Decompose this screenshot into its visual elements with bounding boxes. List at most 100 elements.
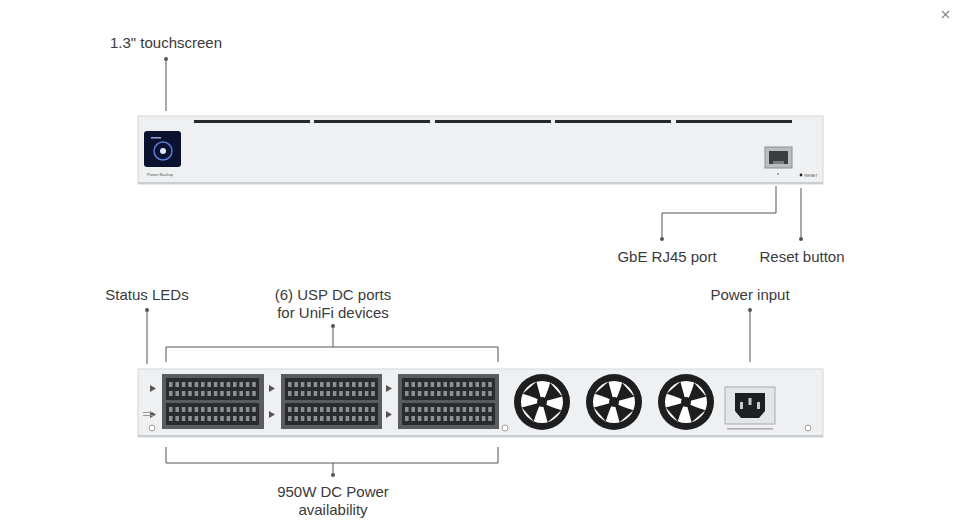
vent-slots <box>194 120 310 123</box>
fan <box>681 397 691 407</box>
bracket <box>166 447 498 463</box>
close-icon <box>942 11 949 18</box>
usp-dc-ports <box>252 391 256 396</box>
close-icon <box>942 11 949 18</box>
leader-line <box>801 188 802 239</box>
usp-dc-ports <box>346 391 350 396</box>
vent-slots <box>555 120 671 123</box>
usp-dc-ports <box>371 391 375 396</box>
fan <box>521 381 563 423</box>
usp-dc-ports <box>175 382 179 387</box>
usp-dc-ports <box>365 382 369 387</box>
usp-dc-ports <box>188 382 192 387</box>
leader-line <box>750 310 751 362</box>
rj45-port <box>777 173 779 175</box>
usp-dc-ports <box>411 407 415 412</box>
usp-dc-ports <box>195 391 199 396</box>
usp-dc-ports <box>456 416 460 421</box>
usp-dc-ports <box>437 391 441 396</box>
leader-dot <box>164 57 168 61</box>
usp-dc-ports <box>233 382 237 387</box>
usp-dc-ports <box>358 391 362 396</box>
usp-dc-ports <box>285 403 378 425</box>
usp-dc-ports <box>469 391 473 396</box>
usp-dc-ports <box>456 382 460 387</box>
usp-dc-ports <box>201 391 205 396</box>
usp-dc-ports <box>431 416 435 421</box>
usp-dc-ports <box>450 382 454 387</box>
fan <box>665 381 707 423</box>
usp-dc-ports <box>288 416 292 421</box>
usp-dc-ports <box>424 391 428 396</box>
usp-dc-ports <box>166 378 259 400</box>
usp-dc-ports <box>285 378 378 400</box>
usp-dc-ports <box>469 416 473 421</box>
usp-dc-ports <box>463 416 467 421</box>
usp-dc-ports <box>475 407 479 412</box>
leader-line <box>662 186 776 239</box>
usp-dc-ports <box>294 407 298 412</box>
usp-dc-ports <box>456 391 460 396</box>
usp-dc-ports <box>463 382 467 387</box>
status-leds <box>143 412 153 413</box>
usp-dc-ports <box>358 382 362 387</box>
power-input <box>749 398 752 405</box>
power-input <box>725 387 775 424</box>
usp-dc-ports <box>469 407 473 412</box>
touchscreen <box>154 142 172 160</box>
usp-dc-ports <box>227 382 231 387</box>
leader-dot <box>748 308 752 312</box>
usp-dc-ports <box>220 382 224 387</box>
status-leds <box>150 385 156 392</box>
reset-button <box>800 174 803 177</box>
front-panel <box>138 116 823 184</box>
usp-dc-ports <box>482 407 486 412</box>
usp-dc-ports <box>307 407 311 412</box>
usp-dc-ports <box>182 391 186 396</box>
usp-dc-ports <box>443 391 447 396</box>
usp-dc-ports <box>418 416 422 421</box>
usp-dc-ports <box>301 416 305 421</box>
usp-dc-ports <box>169 391 173 396</box>
usp-dc-ports <box>239 382 243 387</box>
fan <box>514 374 570 430</box>
usp-dc-ports <box>475 416 479 421</box>
usp-dc-ports <box>405 407 409 412</box>
fan <box>514 374 714 430</box>
usp-dc-ports <box>365 416 369 421</box>
usp-dc-ports <box>488 391 492 396</box>
usp-dc-ports <box>418 382 422 387</box>
leader-line <box>147 59 801 475</box>
usp-dc-ports <box>220 407 224 412</box>
usp-dc-ports <box>214 407 218 412</box>
usp-dc-ports <box>333 407 337 412</box>
usp-dc-ports <box>307 382 311 387</box>
usp-dc-ports <box>294 382 298 387</box>
leader-line <box>147 310 148 364</box>
leader-dot <box>145 308 149 312</box>
rj45-port <box>769 151 788 164</box>
usp-dc-ports <box>326 391 330 396</box>
usp-dc-ports <box>405 416 409 421</box>
usp-dc-ports <box>333 382 337 387</box>
usp-dc-ports <box>450 391 454 396</box>
usp-dc-ports <box>320 407 324 412</box>
usp-dc-ports <box>463 391 467 396</box>
leader-line <box>333 326 334 347</box>
usp-dc-ports <box>246 416 250 421</box>
usp-dc-ports <box>314 382 318 387</box>
usp-dc-ports <box>239 416 243 421</box>
usp-dc-ports <box>233 391 237 396</box>
usp-dc-ports <box>207 391 211 396</box>
usp-dc-ports <box>371 407 375 412</box>
usp-dc-ports <box>214 416 218 421</box>
fan <box>586 374 642 430</box>
screw <box>149 425 155 431</box>
usp-dc-ports <box>411 416 415 421</box>
screw <box>149 425 811 431</box>
leader-line <box>166 59 167 111</box>
status-leds <box>143 415 153 416</box>
usp-dc-ports <box>443 416 447 421</box>
usp-dc-ports <box>456 407 460 412</box>
